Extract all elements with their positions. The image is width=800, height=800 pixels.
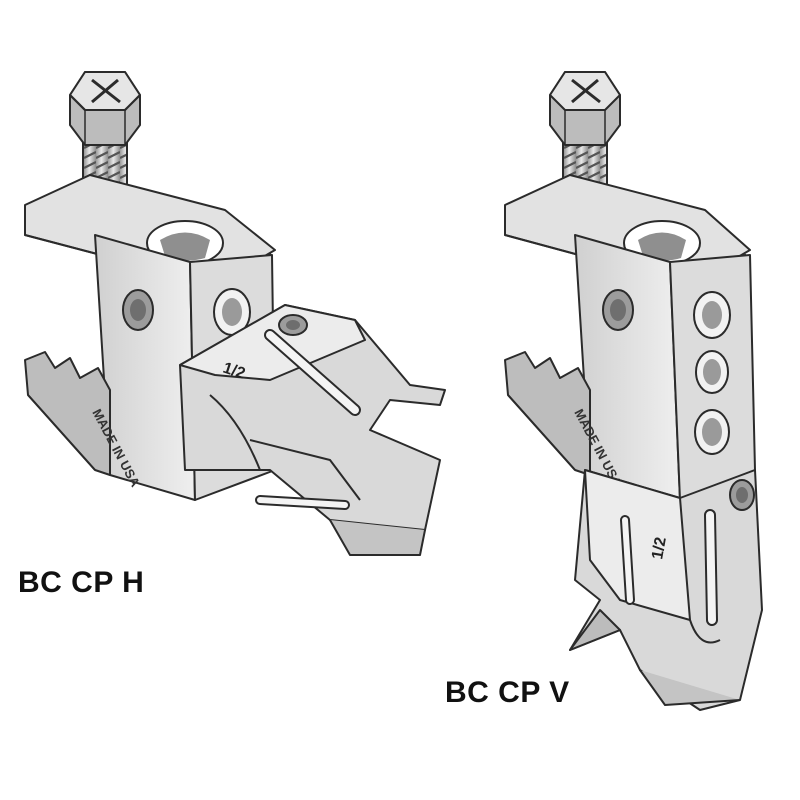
- beam-clamp-horizontal: MADE IN USA 1/2: [24, 71, 446, 556]
- conduit-clip: [569, 469, 763, 711]
- hex-bolt: [69, 71, 141, 221]
- product-label-bc-cp-h: BC CP H: [18, 566, 145, 599]
- size-mark: 1/2: [649, 536, 670, 561]
- size-mark: 1/2: [221, 360, 248, 383]
- beam-clamp-vertical: MADE IN USA 1/2: [504, 71, 763, 711]
- product-label-bc-cp-v: BC CP V: [445, 676, 570, 709]
- conduit-clip: [179, 304, 446, 556]
